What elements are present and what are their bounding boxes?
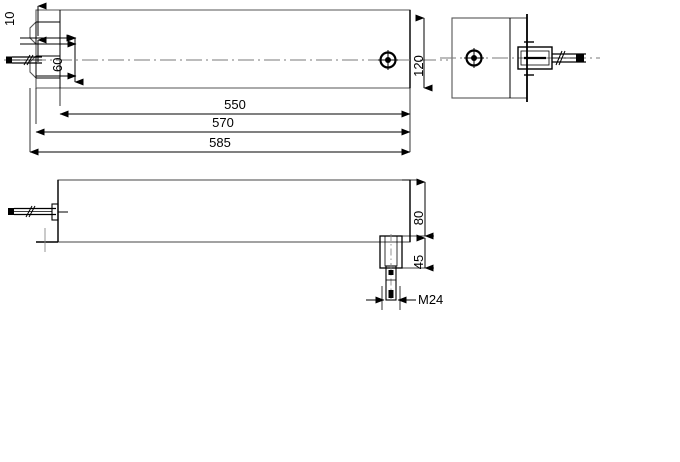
dim-570-group: 570 [35,115,411,136]
top-view: 10 60 550 [2,2,448,156]
dim-585-group: 585 [29,135,411,156]
end-view-boss-circle [464,48,484,68]
dim-45-group: 45 [411,234,434,272]
end-view-tick-marks [524,41,534,76]
dim-585-label: 585 [209,135,231,150]
end-view-cable-connector [517,46,586,70]
dim-60-group: 60 [50,34,84,86]
end-view-outline [451,17,528,99]
side-view-outline [57,179,411,243]
dim-80-group: 80 [411,178,434,240]
top-view-cable-connector [6,54,42,66]
dim-m24-group: M24 [366,286,443,310]
dim-m24-label: M24 [418,292,443,307]
dim-10-label: 10 [2,12,17,26]
dim-45-label: 45 [411,255,426,269]
dim-120-label: 120 [411,55,426,77]
top-view-body-outline [29,9,411,89]
dim-10-group: 10 [2,2,47,62]
dim-570-label: 570 [212,115,234,130]
dim-60-label: 60 [50,58,65,72]
dim-80-label: 80 [411,211,426,225]
side-view: 80 45 M24 [8,178,443,310]
dim-550-group: 550 [59,97,411,118]
side-view-datum-tick [36,228,58,252]
top-view-extension-lines [29,88,411,152]
top-view-boss-circle [378,50,398,70]
side-view-cable-connector [8,203,68,221]
dim-120-group: 120 [411,14,433,92]
side-view-threaded-stud [379,234,403,301]
dim-550-label: 550 [224,97,246,112]
end-view [440,14,600,102]
